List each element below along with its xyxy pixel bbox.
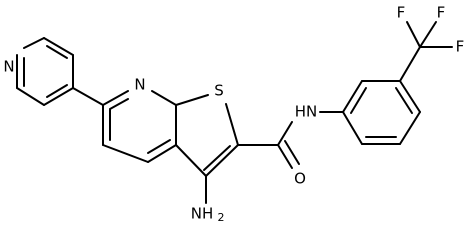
bond: [205, 144, 239, 177]
bond: [203, 145, 231, 171]
atom-label-ring-n: N: [134, 76, 145, 94]
bond: [406, 21, 421, 48]
atom-label-f-top-right: F: [437, 4, 446, 22]
bond: [147, 139, 171, 154]
bond: [16, 87, 45, 106]
bond: [151, 90, 177, 106]
biaryl-bond: [72, 87, 104, 106]
bond: [342, 80, 363, 113]
bond: [399, 80, 421, 113]
atom-label-carbonyl-o: O: [294, 170, 306, 188]
pyridine-ring: [16, 37, 74, 106]
bond: [23, 37, 45, 49]
atom-label-thiophene-s: S: [214, 82, 224, 100]
bond: [46, 45, 68, 59]
bond: [102, 90, 129, 106]
fused-pyridine-ring: [102, 90, 177, 163]
bond: [43, 37, 74, 56]
bond: [175, 94, 209, 106]
atom-label-amide-nh: HN: [295, 103, 318, 121]
bond: [109, 98, 129, 110]
bond: [147, 144, 177, 163]
atom-label-f-top-left: F: [397, 4, 406, 22]
bond: [284, 140, 300, 165]
bond: [43, 87, 74, 106]
thiophene-ring: [175, 94, 239, 177]
bond: [399, 111, 421, 145]
carboxamide-group: [237, 111, 344, 169]
bond: [342, 111, 363, 145]
bond: [225, 103, 239, 146]
bond: [399, 46, 421, 82]
bond: [419, 21, 437, 48]
phenyl-ring: [342, 80, 421, 145]
atom-label-amino-subscript: 2: [218, 211, 225, 224]
bond: [175, 144, 207, 177]
bond: [395, 87, 413, 114]
atom-label-pyridine-n: N: [3, 58, 14, 76]
bond: [46, 84, 68, 98]
bond: [277, 144, 293, 169]
trifluoromethyl-group: [399, 21, 453, 82]
bond: [277, 121, 293, 146]
structure-diagram: N N S NH 2 HN O F F F: [3, 4, 465, 225]
atom-label-f-right: F: [456, 38, 465, 56]
molecule-canvas: N N S NH 2 HN O F F F: [3, 3, 465, 225]
atom-label-amino: NH: [191, 205, 214, 223]
bond: [102, 144, 149, 163]
bond: [350, 87, 367, 114]
